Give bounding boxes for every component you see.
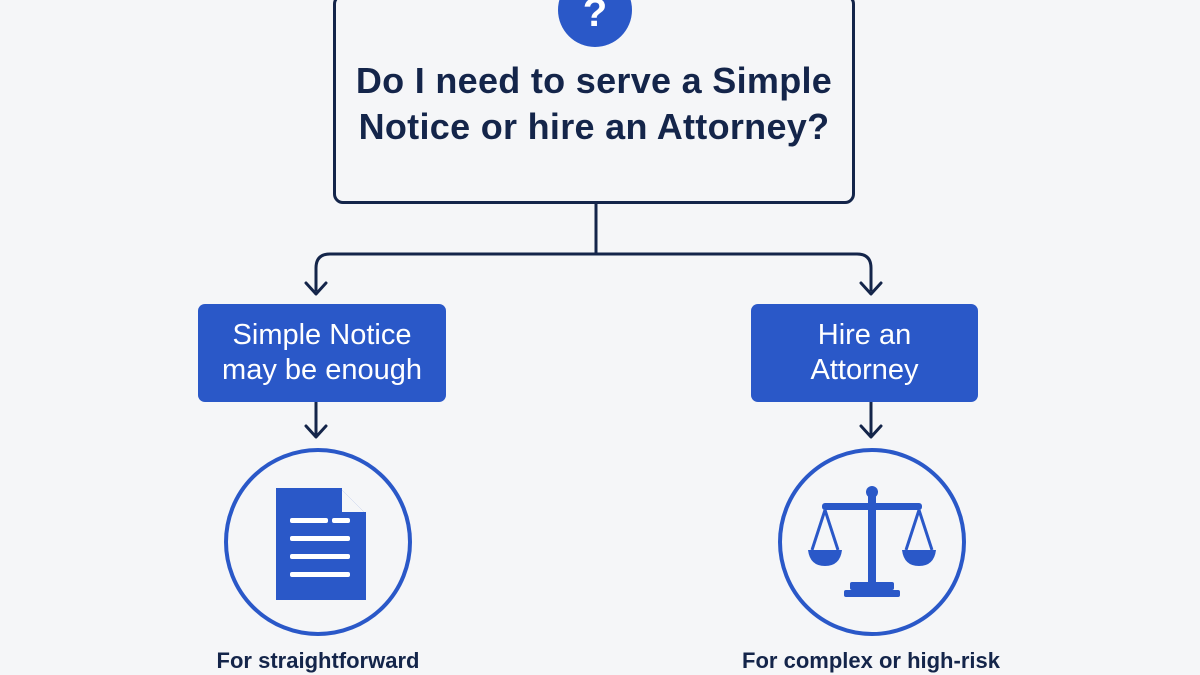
arrowhead-left-icon: [304, 424, 328, 439]
scales-icon-circle: [778, 448, 966, 636]
branch-line: [314, 252, 873, 292]
scales-of-justice-icon: [808, 486, 936, 597]
option-simple-notice-label: Simple Notice may be enough: [222, 319, 422, 386]
option-hire-attorney-label: Hire an Attorney: [810, 319, 919, 386]
arrowhead-right-option: [859, 281, 883, 296]
question-text: Do I need to serve a Simple Notice or hi…: [355, 60, 833, 147]
option-simple-notice: Simple Notice may be enough: [198, 304, 446, 402]
document-icon: [276, 488, 366, 600]
document-icon-circle: [224, 448, 412, 636]
option-hire-attorney: Hire an Attorney: [751, 304, 978, 402]
arrowhead-right-icon: [859, 424, 883, 439]
caption-straightforward: For straightforward: [216, 648, 420, 673]
arrowhead-left-option: [304, 281, 328, 296]
caption-complex-high-risk: For complex or high-risk: [742, 648, 1000, 673]
